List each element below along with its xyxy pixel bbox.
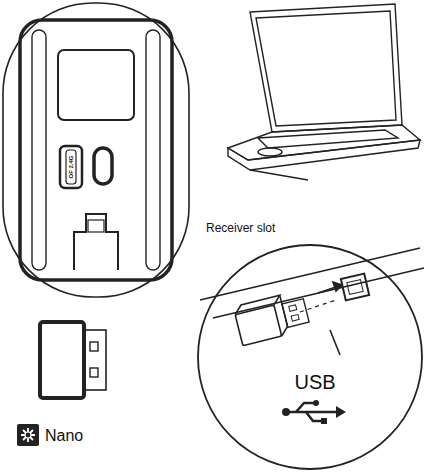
part-label: Receiver slot: [206, 222, 275, 234]
nano-receiver: [40, 322, 106, 398]
receiver-zoom: [233, 290, 311, 346]
mouse-outline: [3, 3, 189, 297]
mode-switch: [60, 146, 82, 188]
zoom-circle: [198, 245, 422, 469]
receiver-storage: [74, 214, 118, 270]
nano-label: Nano: [45, 428, 83, 444]
usb-symbol: [282, 400, 346, 424]
mouse-rail: [32, 30, 46, 270]
switch-slot: [66, 150, 76, 184]
power-button: [94, 148, 112, 184]
switch-label: OF 2.4G: [68, 155, 74, 178]
nano-icon-star: [21, 428, 35, 442]
laptop: [228, 4, 420, 180]
mouse-base: [20, 20, 172, 280]
mouse-rail: [146, 30, 160, 270]
receiver-storage: [88, 220, 104, 232]
insert-arrowhead: [333, 282, 342, 291]
nano-icon: [17, 424, 39, 446]
sensor-window: [58, 50, 134, 120]
laptop-side: [200, 248, 424, 355]
nano-icon-center: [25, 432, 31, 438]
usb-label: USB: [294, 372, 335, 392]
